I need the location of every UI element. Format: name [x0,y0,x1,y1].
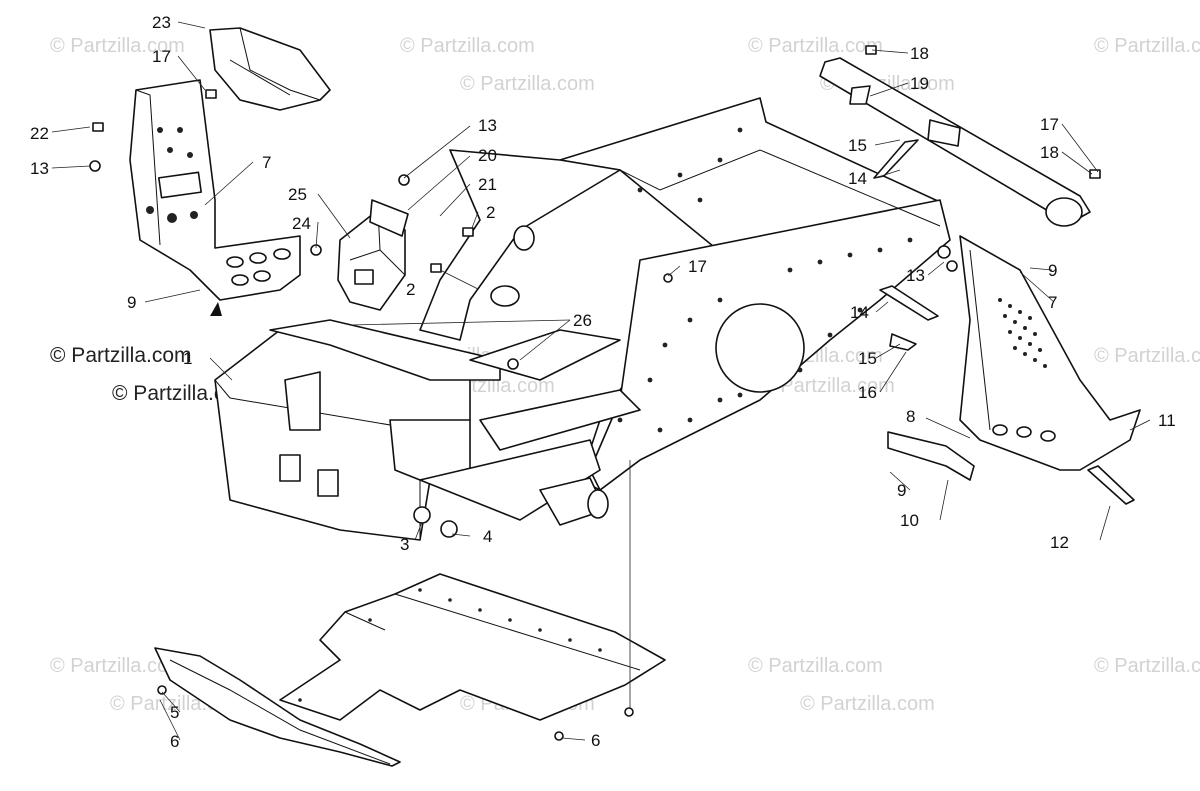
callout-17[interactable]: 17 [688,257,707,276]
callout-17[interactable]: 17 [152,47,171,66]
callout-7[interactable]: 7 [262,153,271,172]
callout-6[interactable]: 6 [591,731,600,750]
callout-13[interactable]: 13 [478,116,497,135]
callout-9[interactable]: 9 [1048,261,1057,280]
callout-13[interactable]: 13 [906,266,925,285]
callout-18[interactable]: 18 [910,44,929,63]
callout-20[interactable]: 20 [478,146,497,165]
callout-1[interactable]: 1 [183,349,192,368]
callout-21[interactable]: 21 [478,175,497,194]
chassis-frame[interactable] [214,97,951,541]
callout-6[interactable]: 6 [170,732,179,751]
watermark: © Partzilla.com [460,73,595,95]
watermark: © Partzilla.com [1094,345,1200,367]
watermark: © Partzilla.com [1094,35,1200,57]
callout-12[interactable]: 12 [1050,533,1069,552]
watermark: © Partzilla.com [760,375,895,397]
callout-16[interactable]: 16 [858,383,877,402]
footrest-bracket[interactable] [887,431,975,481]
callout-9[interactable]: 9 [897,481,906,500]
callout-19[interactable]: 19 [910,74,929,93]
watermark: © Partzilla.com [800,693,935,715]
callout-3[interactable]: 3 [400,535,409,554]
callout-17[interactable]: 17 [1040,115,1059,134]
callout-13[interactable]: 13 [30,159,49,178]
callout-15[interactable]: 15 [858,349,877,368]
left-footrest[interactable] [129,79,301,301]
washer[interactable] [413,506,431,524]
arrow-marker [210,302,222,316]
strap[interactable] [879,285,939,321]
callout-24[interactable]: 24 [292,214,311,233]
callout-22[interactable]: 22 [30,124,49,143]
callout-14[interactable]: 14 [848,169,867,188]
watermark: © Partzilla.com [748,35,883,57]
steering-mount[interactable] [337,199,409,311]
watermark: © Partzilla.com [748,655,883,677]
callout-26[interactable]: 26 [573,311,592,330]
callout-15[interactable]: 15 [848,136,867,155]
callout-4[interactable]: 4 [483,527,492,546]
callout-18[interactable]: 18 [1040,143,1059,162]
brand-label: © Partzilla.com [50,344,192,367]
callout-5[interactable]: 5 [170,703,179,722]
callout-14[interactable]: 14 [850,303,869,322]
callout-2[interactable]: 2 [406,280,415,299]
watermark: © Partzilla.com [1094,655,1200,677]
callout-9[interactable]: 9 [127,293,136,312]
leader-lines [51,21,1151,741]
footrest-strip[interactable] [1087,465,1135,505]
upper-bracket[interactable] [209,27,331,111]
belly-pan[interactable] [279,573,666,721]
watermark: © Partzilla.com [50,655,185,677]
callout-25[interactable]: 25 [288,185,307,204]
callout-8[interactable]: 8 [906,407,915,426]
callout-2[interactable]: 2 [486,203,495,222]
spacer[interactable] [440,520,458,538]
steering-post[interactable] [819,57,1091,227]
callout-10[interactable]: 10 [900,511,919,530]
callout-11[interactable]: 11 [1158,411,1176,430]
watermark: © Partzilla.com [50,35,185,57]
callout-labels: 23 17 22 13 7 9 1 13 20 21 25 2 24 2 17 … [30,13,1176,751]
skid-plate[interactable] [154,647,401,767]
callout-23[interactable]: 23 [152,13,171,32]
right-footrest[interactable] [959,235,1141,471]
hardware [89,45,1101,741]
callout-7[interactable]: 7 [1048,293,1057,312]
watermark: © Partzilla.com [400,35,535,57]
